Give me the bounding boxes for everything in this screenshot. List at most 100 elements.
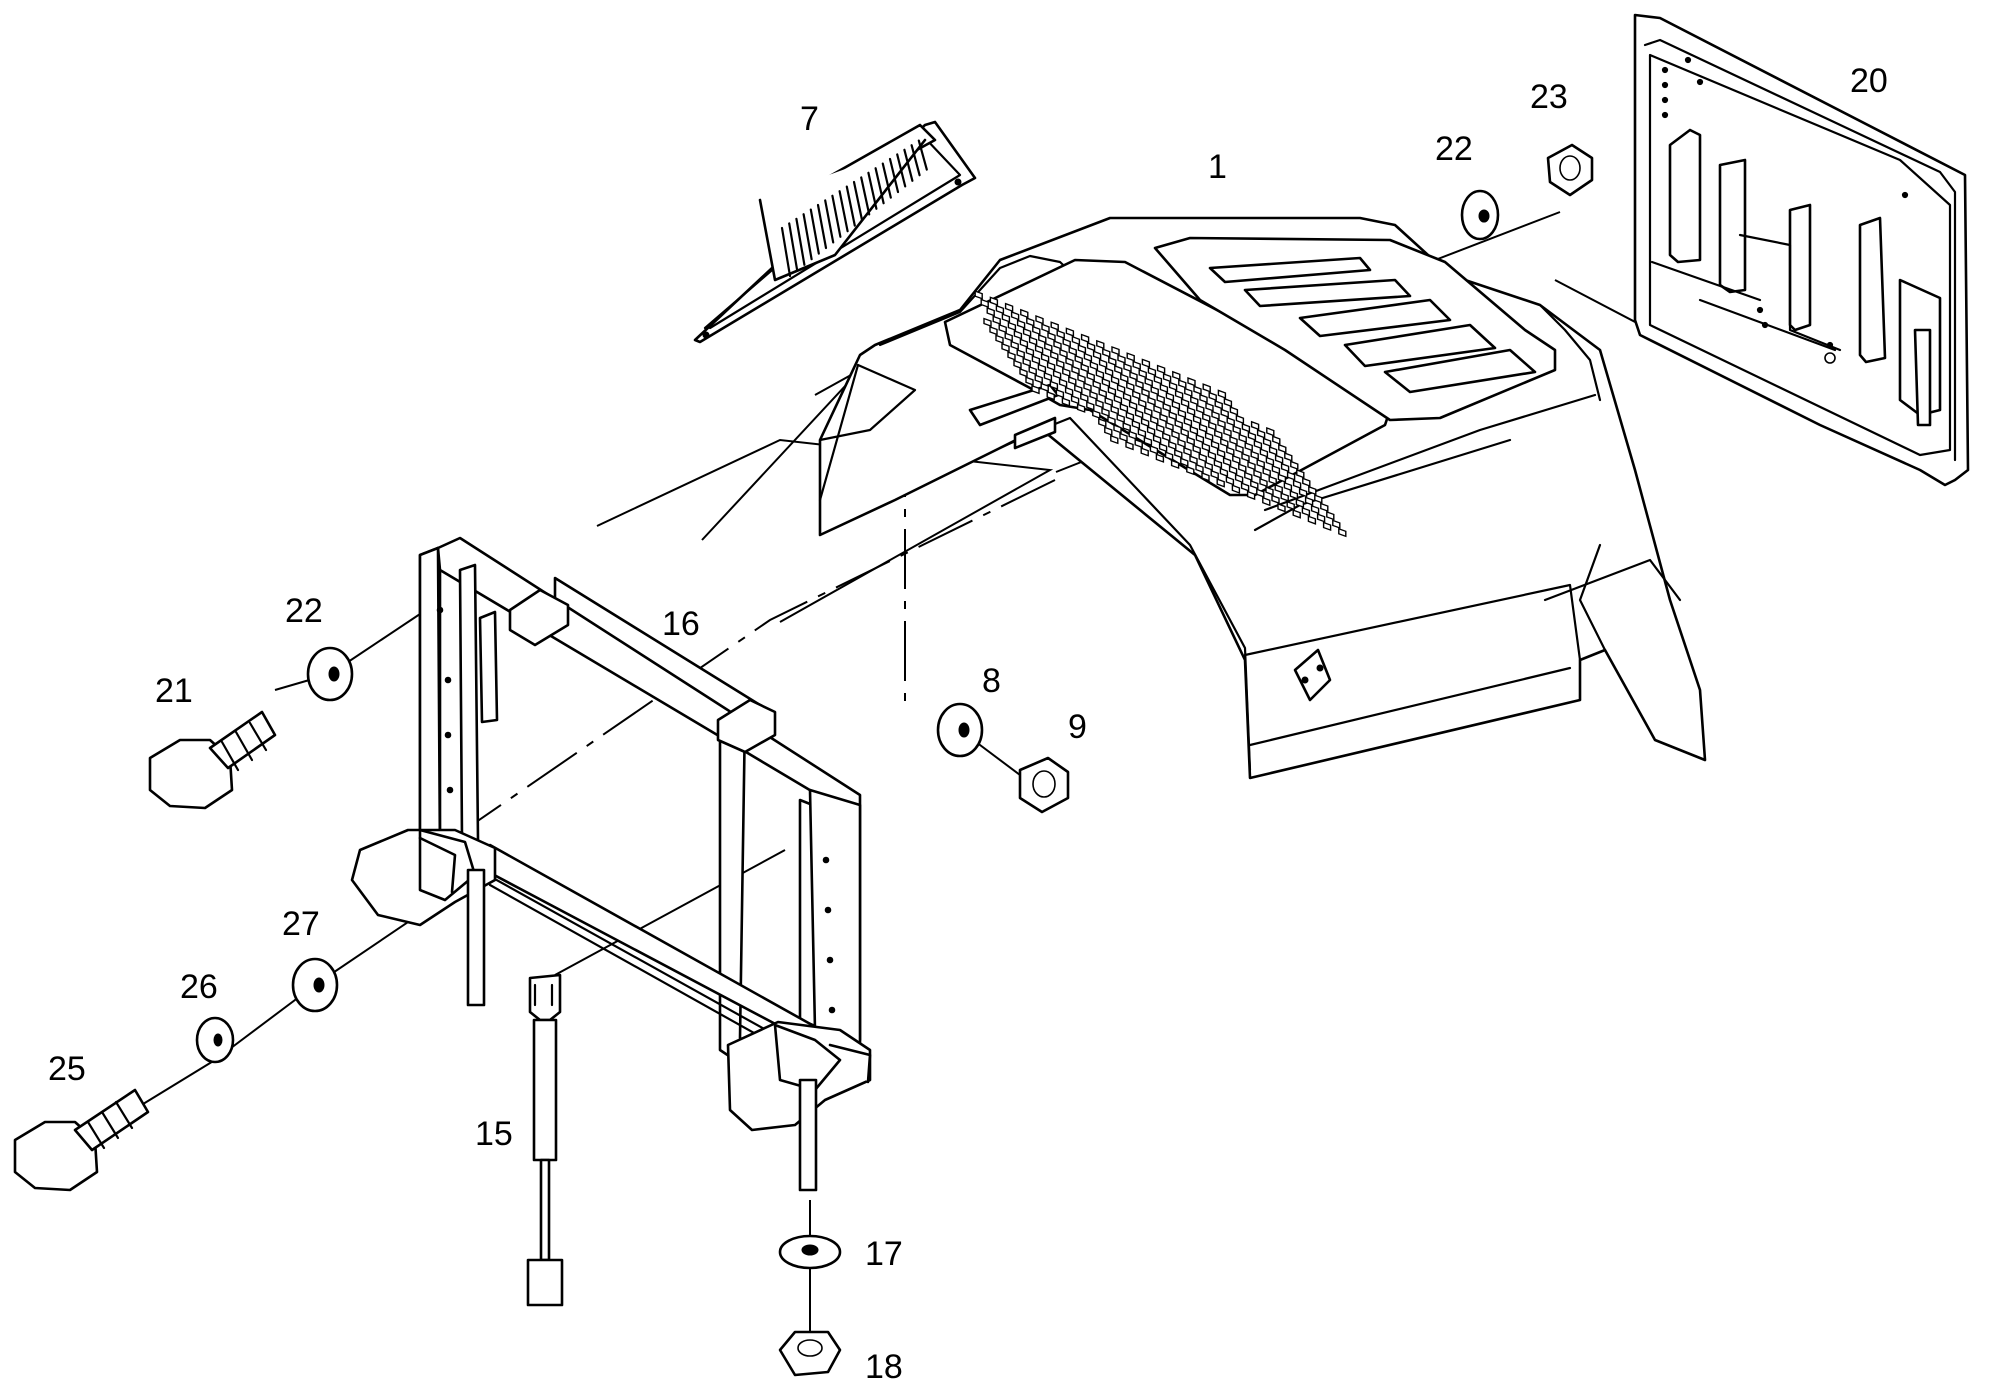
grille-cell bbox=[1222, 456, 1232, 467]
grille-cell bbox=[1165, 421, 1174, 432]
grille-cell bbox=[1156, 364, 1166, 375]
grille-cell bbox=[1235, 444, 1244, 454]
grille-cell bbox=[1074, 354, 1083, 365]
grille-cell bbox=[1110, 375, 1120, 386]
grille-cell bbox=[1153, 404, 1162, 415]
vent-slat bbox=[881, 162, 892, 199]
grille-cell bbox=[1028, 365, 1037, 376]
grille-cell bbox=[1092, 350, 1102, 360]
grille-cell bbox=[1186, 436, 1195, 446]
grille-cell bbox=[1150, 385, 1159, 396]
grille-cell bbox=[1193, 385, 1202, 395]
grille-cell bbox=[1102, 348, 1111, 358]
callout-25: 25 bbox=[48, 1050, 86, 1088]
grille-cell bbox=[1050, 350, 1059, 361]
grille-cell bbox=[1068, 376, 1077, 386]
grille-cell bbox=[1210, 440, 1220, 450]
grille-cell bbox=[1274, 483, 1283, 494]
grille-cell bbox=[1235, 414, 1245, 425]
grille-cell bbox=[1256, 458, 1265, 469]
frame-holes bbox=[436, 606, 836, 1014]
grille-cell bbox=[1052, 369, 1062, 380]
grille-cell bbox=[1189, 455, 1198, 465]
grille-cell bbox=[1250, 420, 1260, 431]
grille-cell bbox=[1144, 377, 1153, 387]
grille-cell bbox=[1019, 367, 1028, 378]
grille-cell bbox=[1056, 329, 1065, 340]
grille-cell bbox=[1050, 321, 1059, 331]
grille-cell bbox=[1156, 423, 1165, 434]
grille-cell bbox=[1232, 454, 1241, 465]
grille-cell bbox=[1134, 409, 1144, 419]
panel-mount-holes bbox=[1661, 56, 1909, 349]
grille-cell bbox=[1092, 409, 1101, 420]
grille-cell bbox=[1178, 379, 1187, 389]
grille-cell bbox=[1259, 477, 1268, 488]
grille-cell bbox=[989, 296, 999, 306]
callout-22-right: 22 bbox=[1435, 130, 1473, 168]
grille-cell bbox=[1110, 434, 1119, 445]
grille-cell bbox=[1247, 460, 1256, 471]
grille-cell bbox=[1228, 465, 1238, 475]
grille-cell bbox=[1025, 376, 1034, 386]
grille-cell bbox=[1238, 463, 1247, 473]
grille-cell bbox=[1172, 370, 1181, 381]
grille-cell bbox=[1283, 481, 1293, 492]
grille-cell bbox=[1092, 380, 1101, 390]
grille-cell bbox=[1083, 382, 1092, 392]
vent-slat bbox=[809, 208, 820, 255]
callout-8: 8 bbox=[982, 662, 1001, 700]
grille-cell bbox=[1141, 358, 1151, 368]
vent-slat bbox=[903, 148, 914, 182]
callout-20: 20 bbox=[1850, 62, 1888, 100]
grille-cell bbox=[1271, 494, 1280, 505]
grille-cell bbox=[1247, 431, 1257, 441]
grille-cell bbox=[1195, 433, 1205, 444]
grille-cell bbox=[1123, 362, 1132, 373]
grille-cell bbox=[1155, 453, 1165, 463]
grille-cell bbox=[1202, 383, 1211, 393]
grille-cell bbox=[995, 334, 1004, 344]
grille-cell bbox=[1244, 441, 1253, 452]
panel-hole bbox=[1826, 341, 1834, 349]
grille-cell bbox=[1132, 360, 1141, 371]
vent-slat bbox=[816, 203, 828, 250]
grille-cell bbox=[1153, 375, 1163, 385]
grille-cell bbox=[1208, 421, 1217, 431]
grille-cell bbox=[1207, 450, 1217, 461]
grille-cell bbox=[1016, 348, 1025, 359]
callout-15: 15 bbox=[475, 1115, 513, 1153]
part-27-washer bbox=[291, 957, 339, 1013]
part-8-washer bbox=[936, 702, 984, 758]
grille-cell bbox=[1020, 308, 1029, 319]
grille-cell bbox=[1083, 352, 1093, 363]
grille-cell bbox=[1156, 394, 1165, 404]
part-15-gas-spring bbox=[526, 973, 564, 1307]
grille-cell bbox=[1031, 384, 1040, 395]
grille-cell bbox=[1095, 399, 1104, 409]
grille-cell bbox=[1198, 453, 1207, 463]
grille-cell bbox=[1338, 527, 1347, 538]
grille-cell bbox=[1174, 449, 1183, 459]
grille-cell bbox=[1113, 394, 1123, 405]
grille-cell bbox=[1119, 403, 1129, 413]
grille-cell bbox=[1138, 398, 1147, 409]
grille-cell bbox=[1292, 479, 1302, 490]
grille-cell bbox=[1225, 476, 1235, 486]
grille-cell bbox=[1152, 434, 1162, 444]
grille-cell bbox=[1290, 460, 1299, 471]
vent-slat bbox=[917, 139, 928, 171]
grille-cell bbox=[1007, 351, 1016, 361]
grille-cell bbox=[1001, 342, 1010, 353]
part-22-washer-right bbox=[1460, 189, 1500, 241]
grille-cell bbox=[1116, 413, 1125, 424]
grille-cell bbox=[1074, 384, 1083, 394]
grille-cell bbox=[1308, 485, 1317, 496]
vent-slat bbox=[852, 180, 864, 222]
grille-cell bbox=[1289, 490, 1299, 500]
grille-cell bbox=[1025, 346, 1035, 357]
callout-18: 18 bbox=[865, 1348, 903, 1386]
grille-cell bbox=[1186, 406, 1196, 417]
grille-cell bbox=[1071, 335, 1081, 346]
